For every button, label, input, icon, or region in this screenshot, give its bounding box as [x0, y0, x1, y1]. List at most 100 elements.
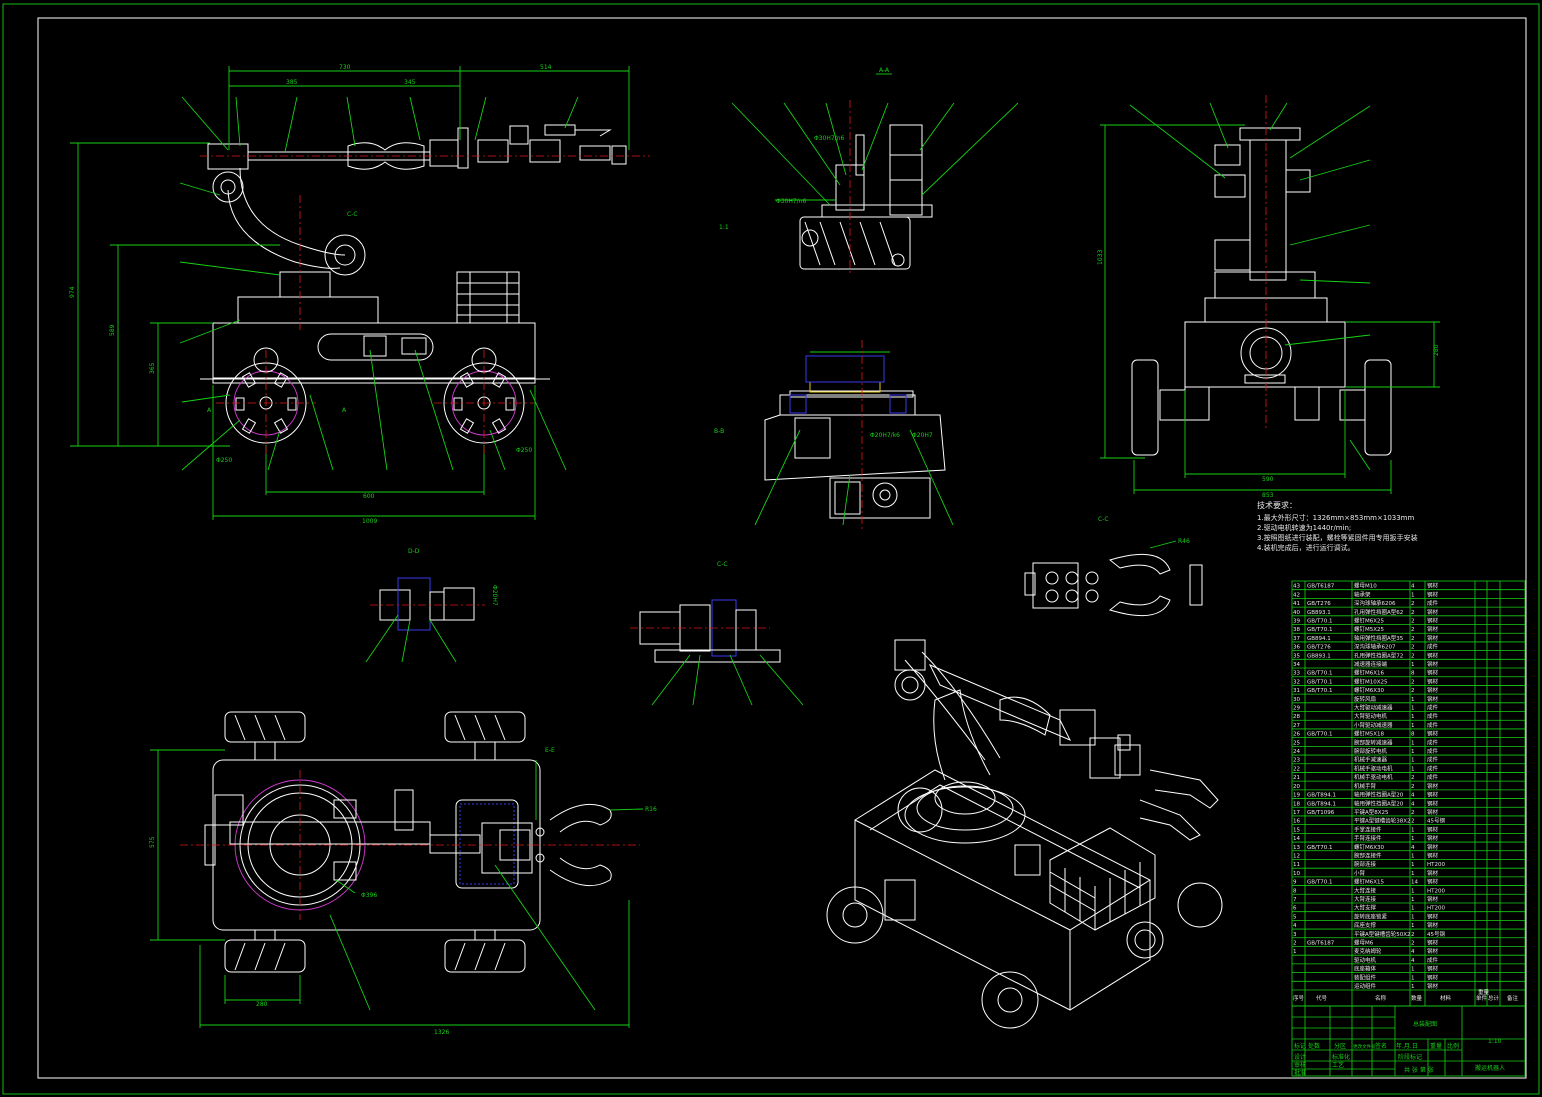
bom-cell: 27	[1293, 723, 1300, 729]
bom-cell: HT200	[1427, 888, 1445, 894]
bom-cell: 7	[1293, 897, 1297, 903]
bom-cell: 钢材	[1427, 825, 1439, 833]
svg-text:4.装机完成后，进行运行调试。: 4.装机完成后，进行运行调试。	[1257, 543, 1355, 552]
bom-cell: 1	[1411, 749, 1415, 755]
isometric-view	[826, 639, 1223, 1029]
bom-cell: GB/T894.1	[1307, 793, 1336, 799]
bom-cell: 42	[1293, 592, 1300, 598]
bom-cell: 23	[1293, 758, 1300, 764]
bom-cell: 螺钉M10X25	[1354, 677, 1388, 685]
bom-cell: 螺钉M5X25	[1354, 625, 1385, 633]
bom-cell: 4	[1411, 949, 1415, 955]
bom-cell: 1	[1411, 662, 1415, 668]
bom-cell: 4	[1411, 584, 1415, 590]
bom-cell: 38	[1293, 627, 1300, 633]
bom-cell: 螺母M10	[1354, 582, 1377, 590]
bom-cell: 35	[1293, 653, 1300, 659]
bom-cell: 钢材	[1427, 730, 1439, 738]
bom-cell: 钢材	[1427, 912, 1439, 920]
bom-cell: 1	[1411, 923, 1415, 929]
svg-text:1326: 1326	[434, 1029, 449, 1036]
section-cc-small-view: C-C	[630, 561, 804, 706]
plan-view: 575 280 1326 Φ396 R16 E-E	[149, 711, 657, 1036]
bom-cell: 1	[1411, 906, 1415, 912]
bom-cell: 29	[1293, 706, 1300, 712]
bom-cell: 钢材	[1427, 625, 1439, 633]
svg-text:365: 365	[149, 362, 156, 374]
svg-text:514: 514	[540, 64, 552, 71]
section-bb-view: B-B Φ20H7/k6 Φ20H7	[714, 340, 954, 530]
inner-frame	[37, 17, 1527, 1079]
bom-cell: GB/T70.1	[1307, 880, 1333, 886]
svg-text:Φ396: Φ396	[361, 892, 377, 899]
bom-cell: 深沟球轴承6207	[1354, 643, 1396, 651]
bom-cell: 钢材	[1427, 947, 1439, 955]
bom-cell: 底座支撑	[1354, 921, 1377, 929]
bom-cell: 17	[1293, 810, 1300, 816]
svg-text:更改文件号: 更改文件号	[1353, 1043, 1376, 1050]
bom-cell: 驱动电机	[1354, 956, 1377, 964]
bom-cell: 钢材	[1427, 677, 1439, 685]
svg-text:R46: R46	[1178, 538, 1190, 545]
bom-cell: 钢材	[1427, 834, 1439, 842]
bom-cell: 轴承架	[1354, 590, 1371, 598]
bom-cell: 手掌连接件	[1354, 825, 1382, 833]
bom-cell: 成件	[1427, 773, 1439, 781]
bom-cell: 33	[1293, 671, 1300, 677]
svg-text:设计: 设计	[1294, 1053, 1306, 1061]
bom-cell: HT200	[1427, 906, 1445, 912]
bom-cell: 钢材	[1427, 660, 1439, 668]
svg-text:1009: 1009	[362, 518, 377, 525]
bom-header-cell: 总计	[1488, 994, 1500, 1002]
bom-cell: 成件	[1427, 738, 1439, 746]
bom-header-cell: 单件	[1476, 994, 1488, 1002]
bom-cell: 成件	[1427, 756, 1439, 764]
bom-header-cell: 材料	[1440, 994, 1452, 1002]
bom-cell: GB894.1	[1307, 636, 1331, 642]
bom-cell: 16	[1293, 819, 1300, 825]
bom-cell: 2	[1411, 940, 1415, 946]
bom-cell: 底座箱体	[1354, 965, 1377, 973]
bom-cell: 4	[1411, 845, 1415, 851]
bom-cell: 钢材	[1427, 938, 1439, 946]
bom-cell: 孔用弹性挡圈A型72	[1354, 651, 1403, 659]
bom-cell: 1	[1411, 723, 1415, 729]
bom-cell: 31	[1293, 688, 1300, 694]
svg-text:280: 280	[1433, 344, 1440, 356]
section-aa-view: A-A 1:1 Φ30H7/n6 Φ30H7/n	[719, 67, 1019, 275]
section-cc-gripper-view: C-C R46	[1024, 516, 1203, 617]
bom-cell: 5	[1293, 914, 1297, 920]
bom-cell: 4	[1411, 958, 1415, 964]
bom-cell: 2	[1411, 679, 1415, 685]
bom-cell: 1	[1411, 758, 1415, 764]
bom-cell: 钢材	[1427, 843, 1439, 851]
bom-cell: 21	[1293, 775, 1300, 781]
bom-cell: 钢材	[1427, 895, 1439, 903]
bom-cell: 机械手减速器	[1354, 756, 1388, 764]
svg-text:Φ20H7: Φ20H7	[912, 432, 933, 439]
bom-cell: 钢材	[1427, 982, 1439, 990]
svg-text:Φ250: Φ250	[216, 457, 232, 464]
bom-cell: 机械手臂	[1354, 782, 1377, 790]
bom-cell: 钢材	[1427, 582, 1439, 590]
bom-cell: 螺钉M6X15	[1354, 878, 1385, 886]
svg-text:阶段标记: 阶段标记	[1398, 1053, 1422, 1061]
bom-cell: 43	[1293, 584, 1300, 590]
bom-cell: 14	[1293, 836, 1300, 842]
bom-cell: 运动组件	[1354, 982, 1377, 990]
svg-text:审核: 审核	[1294, 1061, 1306, 1069]
bom-cell: 2	[1411, 819, 1415, 825]
svg-text:A-A: A-A	[879, 67, 890, 74]
bom-cell: 40	[1293, 610, 1300, 616]
bom-cell: 39	[1293, 619, 1300, 625]
svg-text:Φ30H7/n6: Φ30H7/n6	[814, 135, 845, 142]
svg-text:575: 575	[149, 836, 156, 848]
bom-cell: GB/T70.1	[1307, 679, 1333, 685]
bom-cell: 钢材	[1427, 808, 1439, 816]
outer-frame	[2, 3, 1540, 1095]
bom-cell: 钢材	[1427, 965, 1439, 973]
bom-cell: 1	[1411, 975, 1415, 981]
bom-cell: 1	[1411, 914, 1415, 920]
bom-cell: 3	[1293, 932, 1297, 938]
bom-cell: 26	[1293, 732, 1300, 738]
